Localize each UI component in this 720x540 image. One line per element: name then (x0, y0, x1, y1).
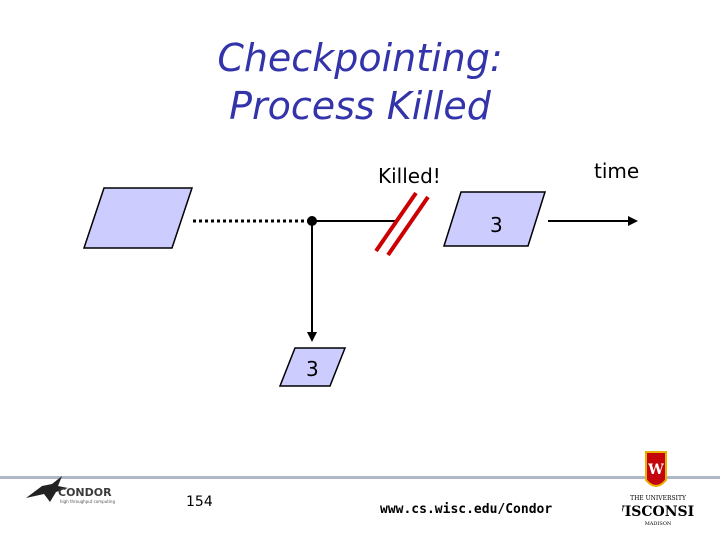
condor-logo: CONDOR high throughput computing (22, 472, 132, 512)
uw-logo-line2: WISCONSIN (622, 504, 694, 520)
killed-label: Killed! (378, 164, 441, 188)
process-box-killed (442, 191, 547, 247)
uw-crest-icon (645, 451, 667, 487)
uw-logo-line3: MADISON (645, 521, 672, 527)
checkpoint-label-bottom: 3 (306, 357, 319, 381)
slide-title: Checkpointing: Process Killed (0, 34, 720, 130)
uw-crest-letter: W (647, 462, 664, 478)
footer-url: www.cs.wisc.edu/Condor (380, 502, 553, 517)
footer-rule (0, 476, 720, 479)
kill-mark-1 (374, 191, 418, 253)
condor-bird-icon (26, 476, 68, 502)
slide-number: 154 (186, 494, 213, 510)
kill-mark-2 (386, 195, 430, 257)
title-line-2: Process Killed (229, 84, 491, 128)
title-line-1: Checkpointing: (217, 36, 503, 80)
process-box-start (82, 187, 194, 249)
condor-logo-text: CONDOR (58, 486, 112, 499)
time-label: time (594, 159, 640, 183)
checkpoint-box (278, 347, 347, 387)
checkpoint-label-top: 3 (490, 213, 503, 237)
uw-logo: W THE UNIVERSITY WISCONSIN MADISON (608, 450, 707, 534)
condor-logo-subtext: high throughput computing (60, 499, 115, 504)
uw-logo-line1: THE UNIVERSITY (630, 495, 687, 502)
